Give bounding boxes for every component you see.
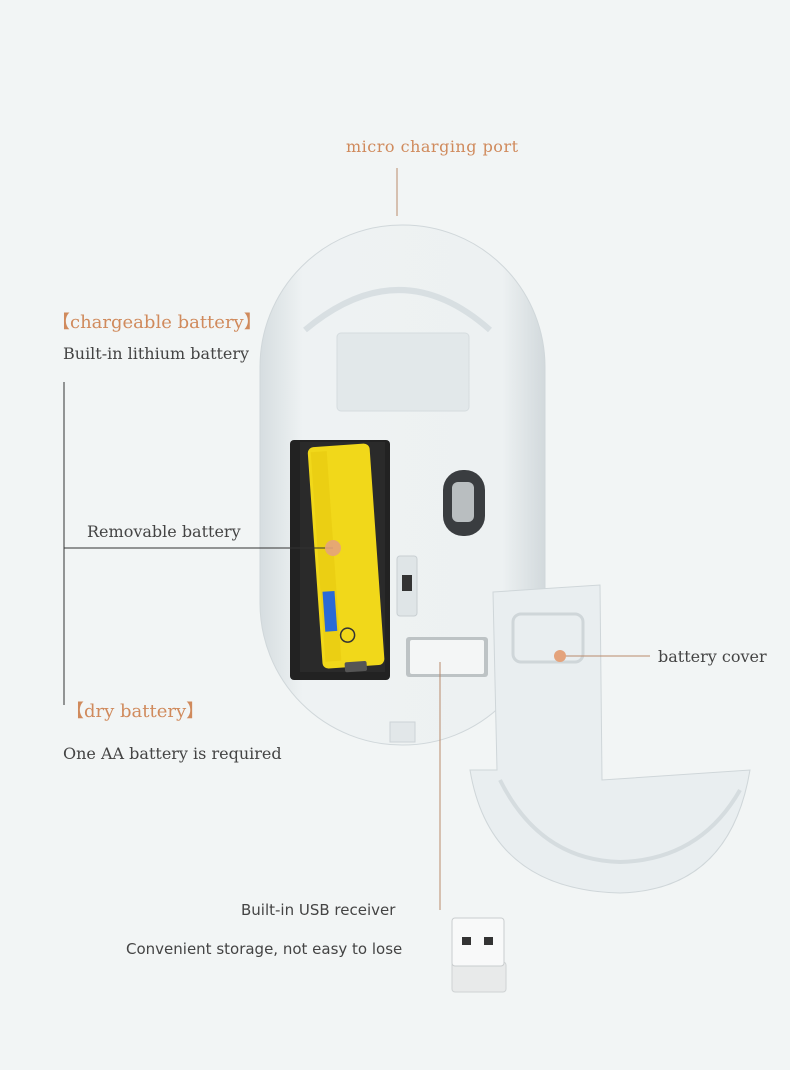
sensor: [443, 470, 485, 536]
label-plate: [336, 332, 470, 412]
chargeable-battery-title: 【chargeable battery】: [52, 312, 262, 333]
usb-receiver-desc: Convenient storage, not easy to lose: [126, 940, 403, 958]
power-switch: [396, 555, 418, 617]
usb-slot: [406, 637, 488, 677]
removable-battery-marker: [325, 540, 341, 556]
usb-receiver: [451, 917, 507, 993]
bottom-notch: [389, 721, 416, 743]
usb-receiver-title: Built-in USB receiver: [241, 901, 396, 919]
battery-cover-marker: [554, 650, 566, 662]
dry-battery-title: 【dry battery】: [66, 701, 205, 722]
port-label: micro charging port: [346, 137, 519, 156]
chargeable-battery-desc: Built-in lithium battery: [63, 344, 250, 363]
mouse-top-arc: [303, 287, 492, 333]
removable-battery-label: Removable battery: [87, 522, 241, 541]
aa-battery: [307, 443, 385, 673]
battery-cover-label: battery cover: [658, 647, 767, 666]
battery-cover: [469, 584, 751, 894]
dry-battery-desc: One AA battery is required: [63, 744, 282, 763]
